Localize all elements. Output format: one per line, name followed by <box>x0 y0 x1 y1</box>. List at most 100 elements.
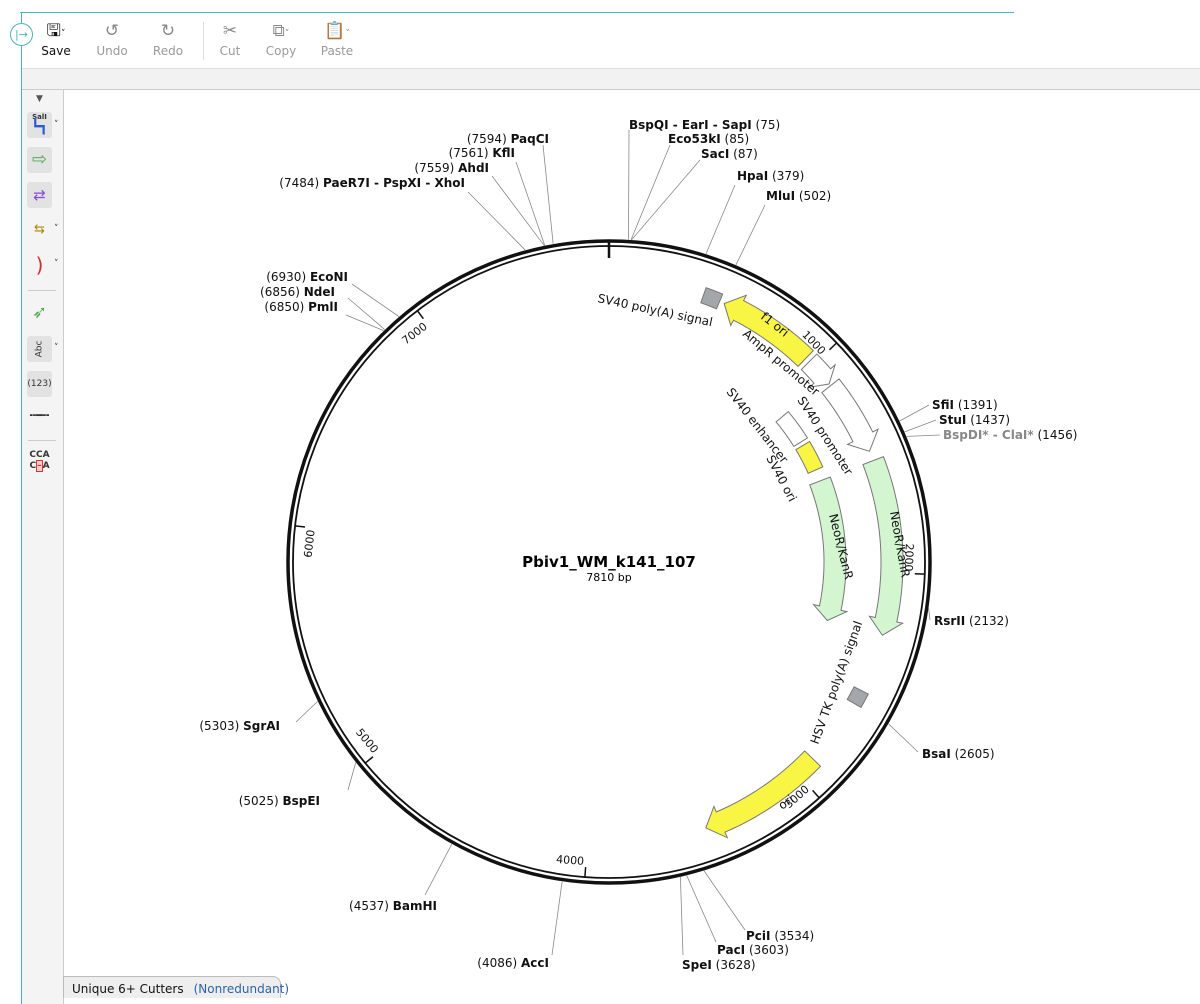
ruler-tool[interactable]: ╍━╍ <box>29 409 50 422</box>
enzyme-label[interactable]: (5303) SgrAI <box>199 719 280 733</box>
enzyme-name: BspQI - EarI - SapI <box>629 118 752 132</box>
feature-sv40-enhancer[interactable] <box>775 410 809 448</box>
enzyme-label[interactable]: PciI (3534) <box>746 929 814 943</box>
feature-label: HSV TK poly(A) signal <box>808 619 866 746</box>
top-guide-line <box>20 12 1014 13</box>
enzyme-label[interactable]: (7484) PaeR7I - PspXI - XhoI <box>279 176 465 190</box>
enzyme-position: (6930) <box>266 270 310 284</box>
copy-button[interactable]: ⧉˅Copy <box>251 20 311 58</box>
feature-neor-kanr[interactable] <box>862 456 905 636</box>
enzymes-tool[interactable]: SalI┗┓ <box>27 112 52 138</box>
plasmid-length: 7810 bp <box>586 571 631 584</box>
tick-mark <box>416 310 425 320</box>
enzyme-name: SpeI <box>682 958 712 972</box>
copy-icon: ⧉˅ <box>272 21 290 41</box>
enzyme-name: AhdI <box>458 161 489 175</box>
draw-feature-tool[interactable]: ➶ <box>31 302 48 323</box>
feature-sv40-promoter[interactable] <box>821 378 879 452</box>
tick-label: 7000 <box>400 320 430 347</box>
enzyme-name: BspEI <box>282 794 320 808</box>
enzyme-label[interactable]: MluI (502) <box>766 189 831 203</box>
feature-arrow-tool[interactable]: ⇨ <box>27 147 52 173</box>
enzyme-label[interactable]: SfiI (1391) <box>932 398 998 412</box>
enzyme-position: (5303) <box>199 719 243 733</box>
feature-hsv-tk-poly-a-signal[interactable] <box>846 686 869 709</box>
primers-tool[interactable]: ⇄ <box>27 182 52 208</box>
paste-icon: 📋˅ <box>324 21 350 41</box>
feature-sv40-ori[interactable] <box>795 440 824 475</box>
enzyme-leader-line <box>686 875 717 943</box>
arc-tool[interactable]: ) <box>35 253 44 277</box>
numbers-tool[interactable]: (123) <box>27 371 52 397</box>
enzyme-label[interactable]: (6930) EcoNI <box>266 270 348 284</box>
enzyme-label[interactable]: (7561) KflI <box>449 146 515 160</box>
enzyme-name: BamHI <box>393 899 437 913</box>
enzyme-position: (1391) <box>954 398 998 412</box>
feature-sv40-poly-a-signal[interactable] <box>700 287 724 310</box>
enzyme-label[interactable]: (6850) PmlI <box>264 300 338 314</box>
divider <box>28 290 56 291</box>
tick-label: 4000 <box>556 853 585 868</box>
enzyme-leader-line <box>904 419 937 433</box>
plasmid-name: Pbiv1_WM_k141_107 <box>522 553 696 571</box>
enzyme-name: BspDI* - ClaI* <box>943 428 1034 442</box>
enzyme-label[interactable]: SacI (87) <box>701 147 758 161</box>
enzyme-label[interactable]: Eco53kI (85) <box>668 132 749 146</box>
enzyme-position: (75) <box>752 118 780 132</box>
enzyme-label[interactable]: BspQI - EarI - SapI (75) <box>629 118 780 132</box>
enzyme-label[interactable]: BspDI* - ClaI* (1456) <box>943 428 1077 442</box>
expand-panel-button[interactable]: |→ <box>10 23 33 46</box>
enzyme-position: (7594) <box>467 132 511 146</box>
save-button[interactable]: 🖫˅Save <box>26 20 86 58</box>
collapse-triangle-icon[interactable]: ▼ <box>36 94 43 104</box>
text-tool[interactable]: Abc <box>27 336 52 362</box>
enzyme-label[interactable]: (4086) AccI <box>477 956 549 970</box>
left-toolbar: ▼ SalI┗┓ ˅ ⇨ ⇄ ⇆ ˅ ) ˅ ➶ Abc ˅ (123) ╍━╍… <box>22 90 64 1004</box>
enzyme-position: (4086) <box>477 956 521 970</box>
enzyme-label[interactable]: (6856) NdeI <box>260 285 335 299</box>
nonredundant-link[interactable]: (Nonredundant) <box>193 982 290 996</box>
enzyme-label[interactable]: PacI (3603) <box>717 943 789 957</box>
enzyme-position: (7559) <box>414 161 458 175</box>
enzyme-name: PaeR7I - PspXI - XhoI <box>323 176 465 190</box>
enzyme-position: (4537) <box>349 899 393 913</box>
enzyme-label[interactable]: (5025) BspEI <box>239 794 320 808</box>
enzyme-set-tab[interactable]: Unique 6+ Cutters(Nonredundant) <box>63 976 289 998</box>
enzymes-dropdown[interactable]: ˅ <box>54 120 59 130</box>
feature-ori[interactable] <box>705 750 822 839</box>
enzyme-label[interactable]: (4537) BamHI <box>349 899 437 913</box>
feature-f1-ori[interactable] <box>723 294 815 368</box>
enzyme-label[interactable]: RsrII (2132) <box>934 614 1009 628</box>
orf-dropdown[interactable]: ˅ <box>54 224 59 234</box>
enzyme-leader-line <box>345 314 384 332</box>
undo-button[interactable]: ↺Undo <box>82 20 142 58</box>
enzyme-position: (87) <box>729 147 757 161</box>
enzyme-label[interactable]: (7559) AhdI <box>414 161 489 175</box>
enzyme-position: (6856) <box>260 285 304 299</box>
redo-button[interactable]: ↻Redo <box>138 20 198 58</box>
feature-neor-kanr[interactable] <box>809 476 849 622</box>
feature-ampr-promoter[interactable] <box>800 353 837 388</box>
enzyme-label[interactable]: (7594) PaqCI <box>467 132 549 146</box>
text-dropdown[interactable]: ˅ <box>54 343 59 353</box>
cut-button[interactable]: ✂Cut <box>200 20 260 58</box>
orf-tool[interactable]: ⇆ <box>34 222 45 237</box>
enzyme-position: (2132) <box>965 614 1009 628</box>
enzyme-leader-line <box>551 881 563 956</box>
enzyme-label[interactable]: StuI (1437) <box>939 413 1010 427</box>
enzyme-leader-line <box>467 191 526 251</box>
toolbar-strip <box>22 68 1200 90</box>
enzyme-leader-line <box>351 283 400 317</box>
cut-site-icon: ┗┓ <box>31 119 48 135</box>
enzyme-label[interactable]: HpaI (379) <box>737 169 804 183</box>
enzyme-name: BsaI <box>922 747 951 761</box>
arc-dropdown[interactable]: ˅ <box>54 259 59 269</box>
enzyme-label[interactable]: BsaI (2605) <box>922 747 995 761</box>
enzyme-label[interactable]: SpeI (3628) <box>682 958 756 972</box>
enzyme-name: PaqCI <box>511 132 549 146</box>
paste-button[interactable]: 📋˅Paste <box>307 20 367 58</box>
tick-label: 6000 <box>302 529 318 558</box>
enzyme-name: PacI <box>717 943 745 957</box>
enzyme-leader-line <box>347 297 385 330</box>
